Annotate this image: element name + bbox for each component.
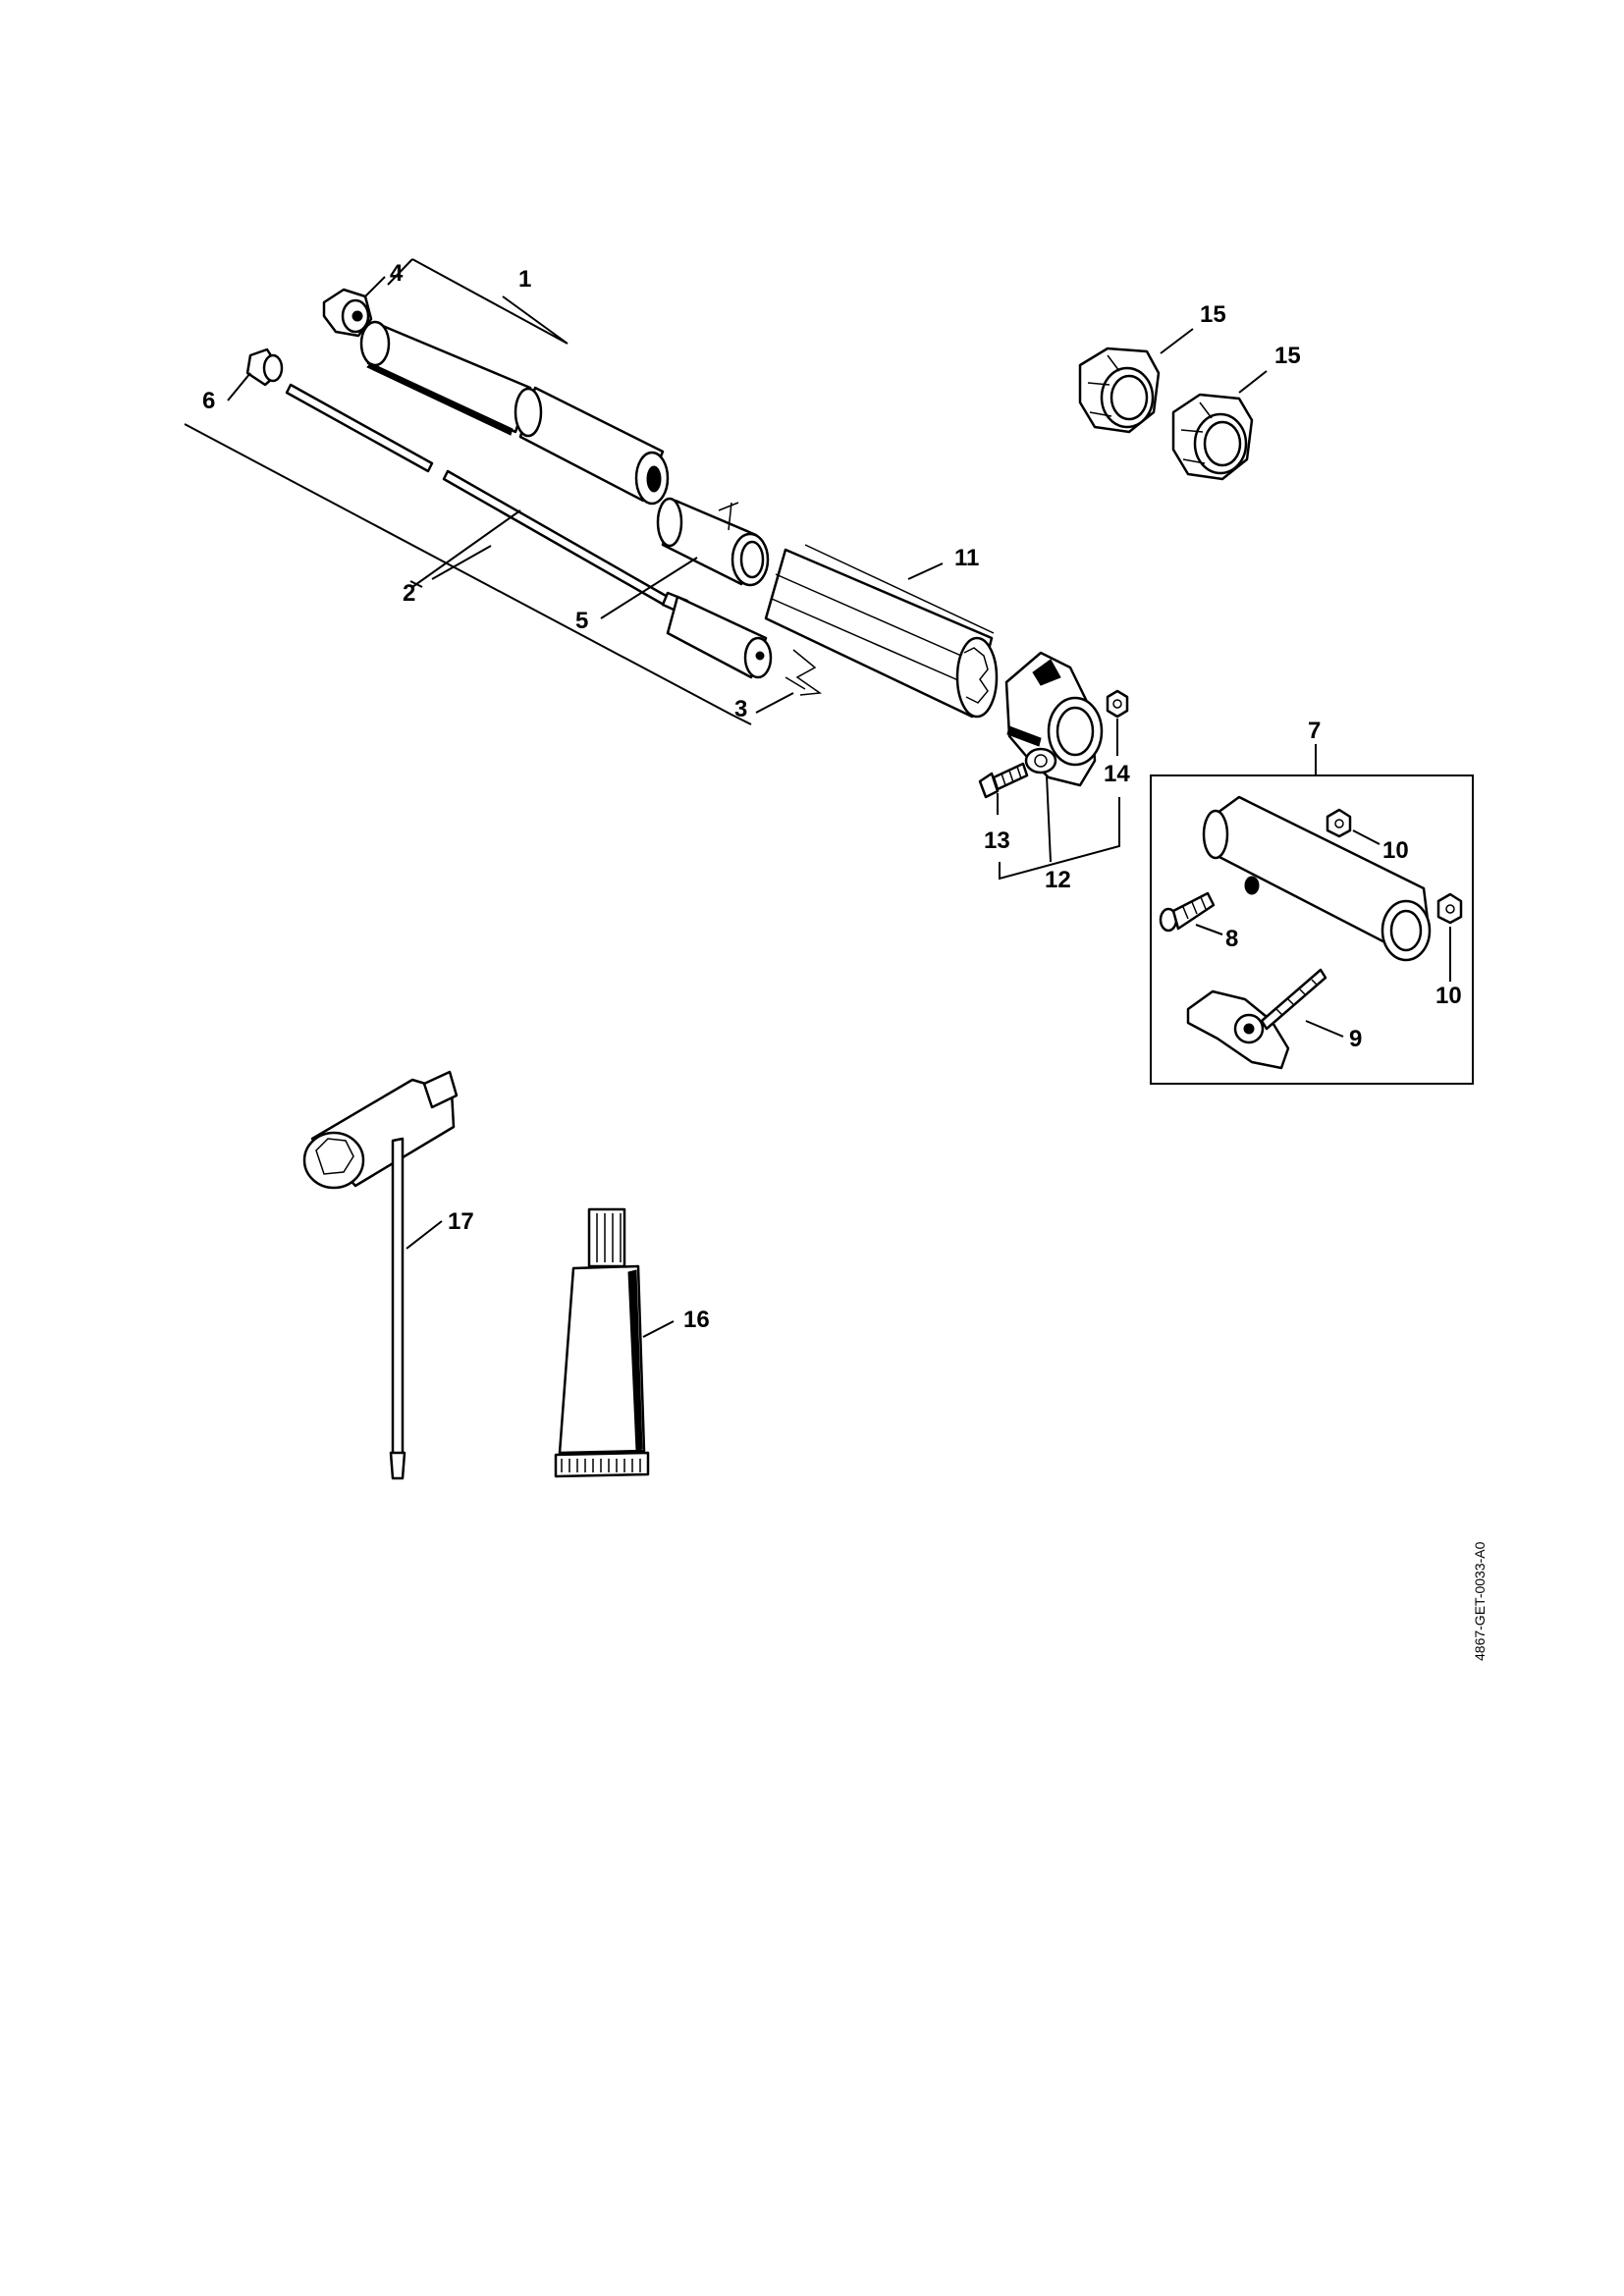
part-2-drive-shaft bbox=[285, 383, 689, 615]
callout-14: 14 bbox=[1104, 761, 1130, 787]
callout-15a: 15 bbox=[1200, 301, 1226, 328]
drawing-reference: 4867-GET-0033-A0 bbox=[1472, 1541, 1488, 1661]
part-10-nut-b bbox=[1436, 892, 1463, 925]
callout-2: 2 bbox=[403, 580, 415, 607]
callout-15b: 15 bbox=[1274, 343, 1301, 369]
part-bearing-sleeve bbox=[656, 497, 770, 587]
part-7-handle-assembly bbox=[1150, 774, 1474, 1085]
part-11-rubber-sleeve bbox=[764, 544, 999, 719]
part-14-nut bbox=[1106, 689, 1129, 719]
callout-8: 8 bbox=[1225, 926, 1238, 952]
callout-11: 11 bbox=[954, 545, 979, 571]
part-15-clip-a bbox=[1078, 347, 1161, 434]
callout-labels: 1 2 3 4 5 6 7 8 9 10 10 11 12 13 14 15 1… bbox=[202, 260, 1462, 1333]
callout-1: 1 bbox=[518, 266, 531, 293]
callout-3: 3 bbox=[734, 696, 747, 722]
part-10-nut-a bbox=[1326, 808, 1352, 838]
part-9-wing-screw bbox=[1186, 968, 1327, 1070]
callout-10b: 10 bbox=[1435, 983, 1462, 1009]
callout-5: 5 bbox=[575, 608, 588, 634]
part-12-handle-clamp bbox=[1004, 651, 1104, 787]
part-17-combination-wrench bbox=[302, 1070, 459, 1480]
callout-10a: 10 bbox=[1382, 837, 1409, 864]
part-5-coupling bbox=[666, 595, 773, 679]
callout-16: 16 bbox=[683, 1307, 710, 1333]
callout-7: 7 bbox=[1308, 718, 1321, 744]
part-8-screw bbox=[1159, 891, 1216, 933]
part-16-grease-tube bbox=[554, 1207, 650, 1478]
part-6-bushing bbox=[245, 347, 284, 387]
part-3-spring-clip bbox=[785, 649, 823, 696]
callout-12: 12 bbox=[1045, 867, 1071, 893]
leader-lines bbox=[184, 258, 1451, 1338]
callout-17: 17 bbox=[448, 1208, 474, 1235]
part-15-clip-b bbox=[1171, 393, 1254, 481]
callout-6: 6 bbox=[202, 388, 215, 414]
callout-13: 13 bbox=[984, 828, 1010, 854]
part-13-screw bbox=[978, 762, 1029, 799]
callout-9: 9 bbox=[1349, 1026, 1362, 1052]
part-1-drive-tube bbox=[359, 320, 670, 506]
callout-4: 4 bbox=[390, 260, 404, 287]
